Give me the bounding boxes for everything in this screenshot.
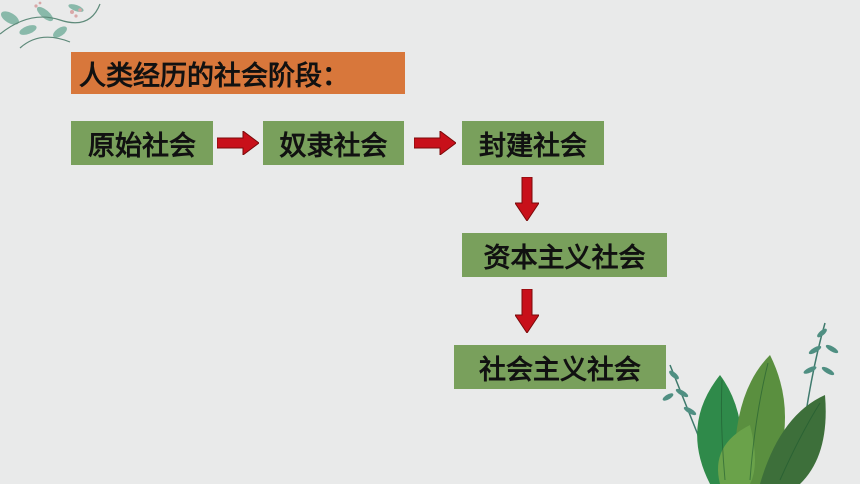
leaf-plant-decoration-top-left — [0, 1, 101, 49]
arrow-down-icon — [515, 289, 539, 333]
arrow-right-icon — [414, 131, 456, 155]
stage-capitalist-society: 资本主义社会 — [462, 233, 667, 277]
arrow-right-icon — [217, 131, 259, 155]
stage-socialist-society: 社会主义社会 — [454, 345, 666, 389]
stage-feudal-society: 封建社会 — [462, 121, 604, 165]
stage-slave-society: 奴隶社会 — [263, 121, 404, 165]
stage-primitive-society: 原始社会 — [71, 121, 213, 165]
page-title: 人类经历的社会阶段： — [71, 52, 405, 94]
arrow-down-icon — [515, 177, 539, 221]
leaf-plant-decoration-bottom-right — [662, 322, 839, 484]
